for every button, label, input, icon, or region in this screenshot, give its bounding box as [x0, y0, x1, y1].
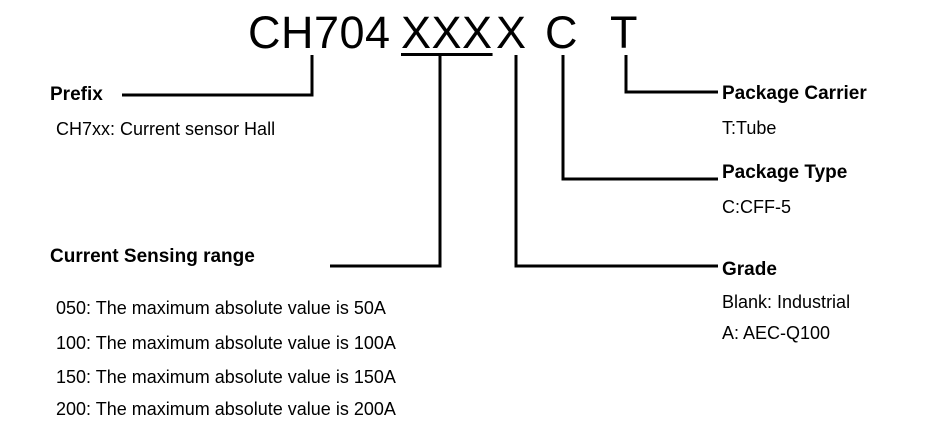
carrier-description: T:Tube: [722, 118, 777, 138]
carrier-connector: [624, 55, 718, 94]
prefix-title: Prefix: [50, 84, 103, 105]
prefix-description: CH7xx: Current sensor Hall: [56, 119, 276, 139]
part-range-code: XXX: [401, 7, 493, 58]
package-type-title: Package Type: [722, 162, 848, 183]
range-option: 150: The maximum absolute value is 150A: [56, 367, 396, 387]
range-option: 100: The maximum absolute value is 100A: [56, 333, 396, 353]
part-package-code: C: [545, 7, 578, 58]
grade-option: A: AEC-Q100: [722, 323, 831, 343]
range-connector: [330, 55, 442, 268]
grade-title: Grade: [722, 259, 777, 280]
part-carrier-code: T: [610, 7, 638, 58]
range-option: 200: The maximum absolute value is 200A: [56, 399, 396, 419]
grade-option: Blank: Industrial: [722, 292, 851, 312]
grade-connector: [514, 55, 718, 268]
package-type-description: C:CFF-5: [722, 197, 791, 217]
carrier-title: Package Carrier: [722, 83, 867, 104]
part-base: CH704: [248, 7, 391, 58]
prefix-connector: [122, 55, 314, 97]
package-type-connector: [561, 55, 718, 181]
range-option: 050: The maximum absolute value is 50A: [56, 298, 386, 318]
range-title: Current Sensing range: [50, 246, 255, 267]
part-grade-code: X: [496, 7, 527, 58]
